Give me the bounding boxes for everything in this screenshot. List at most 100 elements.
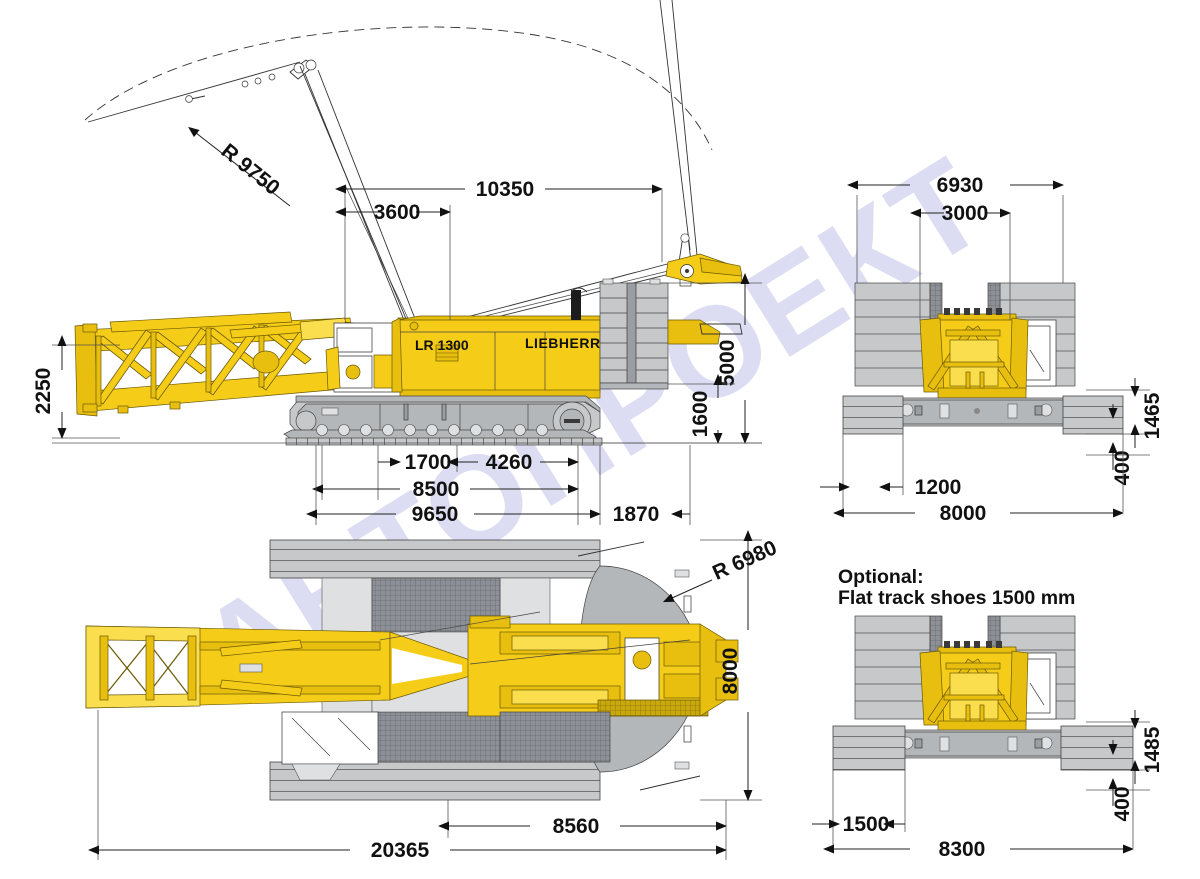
- pendant-eye: [185, 95, 193, 103]
- plan-drum-core-1: [511, 635, 609, 651]
- plan-boom-post-b: [145, 635, 155, 701]
- hoist-rope-1: [659, 0, 691, 251]
- pendant-eye-3: [254, 77, 262, 85]
- dim-1870: 1870: [613, 503, 660, 526]
- std-roof-fittings: [944, 308, 1002, 315]
- counterweight-base: [599, 382, 669, 390]
- plan-view-group: R 6980 8000 8560 2: [85, 530, 780, 862]
- r6980-leader: [662, 579, 713, 603]
- cw-plan-lug-2: [674, 761, 690, 770]
- brand-decal: LIEBHERR: [525, 335, 601, 351]
- dim-1700: 1700: [405, 451, 452, 474]
- opt-track-right: [1060, 725, 1134, 771]
- optional-note-line1: Optional:: [838, 566, 924, 588]
- dim-3000: 3000: [942, 202, 989, 225]
- plan-guy-line-1: [379, 611, 541, 641]
- dim-6930: 6930: [937, 174, 984, 197]
- front-standard-dimensions: 6930 3000 1465 400: [820, 174, 1164, 525]
- track-roller-post-2: [441, 403, 447, 421]
- exhaust-elbow: [570, 287, 588, 293]
- dim-10350: 10350: [476, 178, 534, 201]
- dim-4260: 4260: [486, 451, 533, 474]
- plan-boom-post-a: [99, 635, 109, 701]
- plan-boom-foot-void: [392, 648, 462, 684]
- boom-support-1: [117, 405, 129, 414]
- counterweight-tie-bar: [626, 282, 637, 384]
- pendant-eye-2: [241, 80, 249, 88]
- dim-r9750: R 9750: [217, 139, 284, 199]
- hoist-rope-2: [671, 0, 698, 256]
- plan-engine-bay: [624, 637, 660, 703]
- plan-superstructure: [281, 611, 739, 781]
- dim-1200: 1200: [915, 476, 962, 499]
- plan-track-upper: [269, 539, 601, 579]
- plan-cab: [281, 711, 379, 765]
- plan-boom-lacing: [105, 641, 189, 695]
- opt-track-left: [832, 725, 906, 771]
- optional-note-line2: Flat track shoes 1500 mm: [838, 587, 1075, 609]
- luffing-arc: [84, 26, 713, 151]
- derrick-guy-2: [344, 184, 415, 332]
- opt-post-1: [965, 704, 971, 722]
- idler-wheel: [295, 410, 317, 432]
- boom-foot-end: [74, 323, 98, 417]
- track-roller-post-1: [403, 403, 409, 421]
- dim-8560: 8560: [553, 815, 600, 838]
- r9750-leader: [188, 126, 291, 207]
- lattice-boom: [74, 311, 355, 417]
- cw-plan-lug-1: [674, 569, 690, 578]
- boom-lug-bottom: [82, 403, 98, 413]
- opt-cross-beam-1: [945, 662, 1001, 670]
- plan-lattice-boom: [85, 625, 471, 709]
- track-access-plate: [321, 407, 339, 416]
- dim-2250: 2250: [32, 368, 55, 415]
- exhaust-stack: [571, 290, 581, 320]
- dim-r6980: R 6980: [709, 536, 780, 585]
- pendant-eye-4: [268, 73, 276, 81]
- house-roof: [397, 315, 601, 321]
- rear-handrail: [699, 323, 743, 335]
- opt-roof-fittings: [944, 641, 1002, 648]
- track-rollers: [316, 424, 548, 436]
- front-view-standard: 6930 3000 1465 400: [820, 174, 1164, 525]
- counterweight-stack: [599, 278, 669, 390]
- dim-400-std: 400: [1111, 450, 1134, 485]
- dim-1600: 1600: [689, 391, 712, 438]
- dim-5000: 5000: [716, 340, 739, 387]
- track-shoes-ground: [285, 437, 603, 446]
- plan-front-lug: [469, 615, 511, 629]
- rear-access-platform: [667, 319, 721, 345]
- opt-post-2: [979, 704, 985, 722]
- boom-sheave-housing: [252, 350, 280, 374]
- plan-boom-fitting: [239, 663, 263, 673]
- boom-foot-pin: [409, 321, 419, 331]
- dim-8500: 8500: [413, 478, 460, 501]
- boom-support-2: [169, 401, 181, 410]
- boom-lug-top: [82, 323, 98, 333]
- boom-aux-member: [109, 311, 293, 333]
- std-cross-beam-2: [943, 361, 1005, 368]
- operator-cab: [325, 322, 399, 393]
- vent-slats: [436, 348, 458, 358]
- dim-8000-plan: 8000: [719, 648, 742, 695]
- swing-center-mark-b: [639, 775, 701, 791]
- derrick-mast-right: [317, 69, 420, 330]
- dim-3600: 3600: [374, 201, 421, 224]
- plan-boom-brace-1: [219, 639, 303, 657]
- cw-plan-slot-2: [683, 725, 692, 743]
- cab-seat: [345, 364, 361, 380]
- dim-1465: 1465: [1141, 392, 1164, 439]
- house-front-edge: [391, 317, 403, 393]
- opt-left-panel: [854, 615, 931, 720]
- pendant-eye-top: [680, 233, 690, 243]
- opt-cross-beam-2: [943, 694, 1005, 701]
- model-decal: LR 1300: [415, 337, 469, 353]
- plan-cw-pad-1: [715, 639, 739, 663]
- plan-boom-post-c: [187, 635, 197, 701]
- front-optional-dimensions: 1485 400 1500 8300: [812, 710, 1164, 861]
- plan-swing-bearing: [632, 650, 652, 670]
- plan-drum-core-2: [511, 689, 609, 705]
- std-house-base: [937, 387, 1027, 399]
